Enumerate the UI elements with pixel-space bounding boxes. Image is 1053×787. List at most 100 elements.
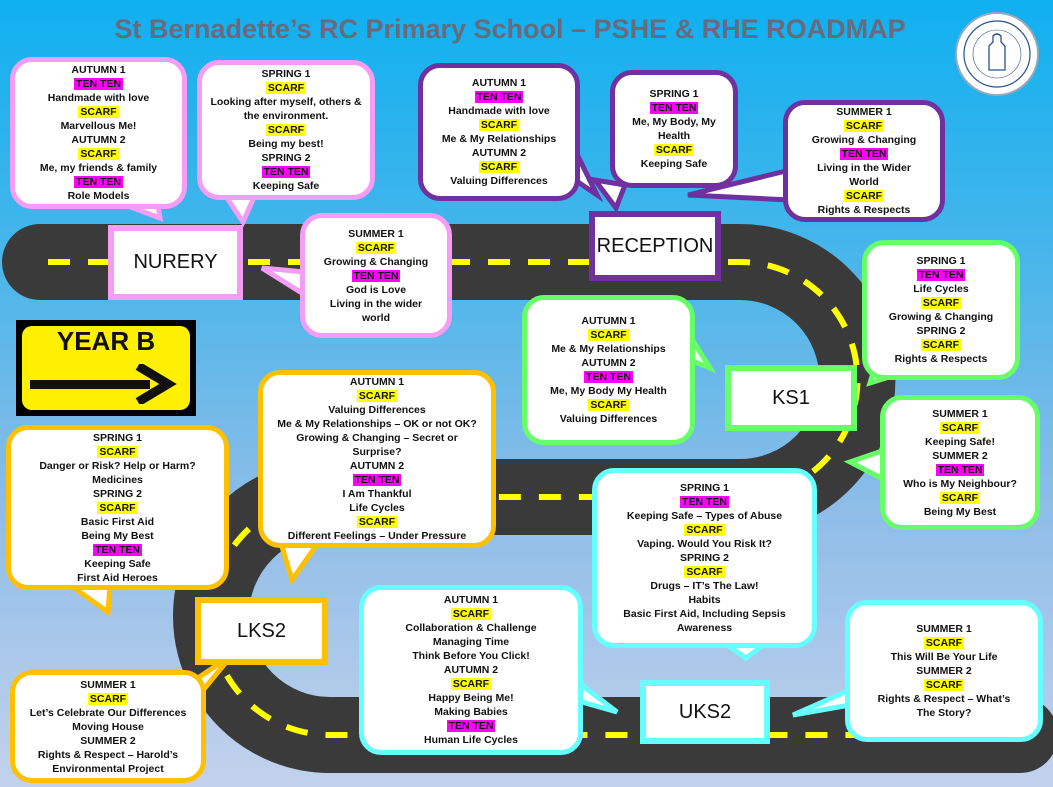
topic-text: Being my best! <box>248 138 324 150</box>
topic-text: Valuing Differences <box>559 413 658 425</box>
topic-text: Basic First Aid <box>80 515 155 528</box>
topic-text: First Aid Heroes <box>77 571 158 584</box>
topic-text: Human Life Cycles <box>424 734 518 746</box>
scarf-tag-row: SCARF <box>355 241 397 255</box>
scarf-tag-row: SCARF <box>78 105 119 119</box>
scarf-tag: SCARF <box>920 339 962 351</box>
scarf-tag-row: SCARF <box>843 119 885 133</box>
tenten-tag: TEN TEN <box>935 463 985 476</box>
term-heading: AUTUMN 1 <box>71 64 126 76</box>
topic-text: Rights & Respect – What’s <box>877 693 1011 705</box>
term-heading: SUMMER 1 <box>932 407 988 420</box>
scarf-tag-row: SCARF <box>684 523 725 537</box>
topic-text: the environment. <box>243 110 329 122</box>
scarf-tag-row: SCARF <box>78 147 119 161</box>
tenten-tag: TEN TEN <box>916 269 966 281</box>
term-heading: AUTUMN 2 <box>349 460 405 472</box>
topic-text: Danger or Risk? Help or Harm? <box>39 459 196 472</box>
topic-text: The Story? <box>916 707 972 719</box>
topic-text: World <box>849 176 879 188</box>
scarf-tag-row: SCARF <box>356 515 398 529</box>
scarf-tag-row: SCARF <box>684 565 725 579</box>
topic-text: Me & My Relationships <box>551 343 666 355</box>
topic-text: This Will Be Your Life <box>890 651 998 663</box>
tenten-tag-row: TEN TEN <box>351 269 401 283</box>
topic-text: Keeping Safe – Types of Abuse <box>626 510 783 522</box>
tenten-tag-row: TEN TEN <box>74 77 123 91</box>
scarf-tag: SCARF <box>78 106 119 118</box>
topic-text: Basic First Aid, Including Sepsis <box>623 608 786 620</box>
scarf-tag: SCARF <box>920 297 962 309</box>
scarf-tag: SCARF <box>843 120 885 132</box>
topic-text: Valuing Differences <box>328 404 426 416</box>
topic-text: Handmade with love <box>47 92 150 104</box>
scarf-tag: SCARF <box>939 421 981 434</box>
year-b-sign: YEAR B <box>16 320 196 416</box>
topic-text: Vaping. Would You Risk It? <box>637 538 772 550</box>
term-heading: SPRING 1 <box>261 68 311 80</box>
topic-text: Environmental Project <box>52 762 164 775</box>
topic-text: Me, my friends & family <box>39 162 158 174</box>
scarf-tag: SCARF <box>653 144 695 156</box>
tenten-tag-row: TEN TEN <box>446 719 496 733</box>
tenten-tag: TEN TEN <box>839 148 889 160</box>
topic-text: Me, My Body, My <box>632 116 716 128</box>
tenten-tag: TEN TEN <box>74 176 123 188</box>
scarf-tag-row: SCARF <box>923 678 965 692</box>
topic-text: Who is My Neighbour? <box>903 477 1017 490</box>
tenten-tag: TEN TEN <box>352 474 402 486</box>
scarf-tag: SCARF <box>843 190 885 202</box>
scarf-tag-row: SCARF <box>265 123 307 137</box>
term-heading: AUTUMN 1 <box>471 77 527 89</box>
topic-text: Being My Best <box>81 529 154 542</box>
stage-label-lks2: LKS2 <box>195 597 328 665</box>
arrow-right-icon <box>30 364 177 404</box>
scarf-tag-row: SCARF <box>97 501 138 515</box>
term-heading: SUMMER 1 <box>836 106 892 118</box>
topic-text: God is Love <box>345 283 407 296</box>
topic-text: Making Babies <box>434 706 508 718</box>
scarf-tag: SCARF <box>588 399 629 411</box>
tenten-tag-row: TEN TEN <box>474 90 524 104</box>
topic-text: Role Models <box>67 190 130 202</box>
scarf-tag: SCARF <box>356 390 398 402</box>
scarf-tag-row: SCARF <box>265 81 307 95</box>
topic-text: Growing & Changing <box>323 255 429 268</box>
term-heading: SUMMER 1 <box>916 623 972 635</box>
scarf-tag: SCARF <box>97 445 138 458</box>
scarf-tag-row: SCARF <box>588 328 629 342</box>
term-heading: SPRING 2 <box>679 552 729 564</box>
term-heading: SPRING 2 <box>261 152 311 164</box>
topic-text: Surprise? <box>352 446 402 458</box>
topic-text: Living in the Wider <box>817 162 911 174</box>
scarf-tag: SCARF <box>478 161 520 173</box>
topic-text: Marvellous Me! <box>60 120 137 132</box>
term-heading: AUTUMN 2 <box>71 134 126 146</box>
tenten-tag-row: TEN TEN <box>261 165 311 179</box>
tenten-tag-row: TEN TEN <box>352 473 402 487</box>
year-b-label: YEAR B <box>56 326 156 356</box>
topic-text: Happy Being Me! <box>428 692 514 704</box>
term-heading: SPRING 1 <box>679 482 729 494</box>
topic-text: Me & My Relationships – OK or not OK? <box>277 418 477 430</box>
scarf-tag: SCARF <box>588 329 629 341</box>
scarf-tag-row: SCARF <box>356 389 398 403</box>
topic-text: Life Cycles <box>349 502 405 514</box>
scarf-tag: SCARF <box>87 692 129 705</box>
topic-text: Looking after myself, others & <box>210 96 362 108</box>
scarf-tag-row: SCARF <box>478 118 520 132</box>
tenten-tag: TEN TEN <box>261 166 311 178</box>
tenten-tag-row: TEN TEN <box>680 495 729 509</box>
scarf-tag-row: SCARF <box>588 398 629 412</box>
scarf-tag-row: SCARF <box>939 421 981 435</box>
term-heading: AUTUMN 1 <box>581 315 636 327</box>
topic-text: Me, My Body My Health <box>550 385 667 397</box>
scarf-tag-row: SCARF <box>478 160 520 174</box>
page-title: St Bernadette’s RC Primary School – PSHE… <box>114 14 906 44</box>
topic-text: Managing Time <box>432 636 510 648</box>
